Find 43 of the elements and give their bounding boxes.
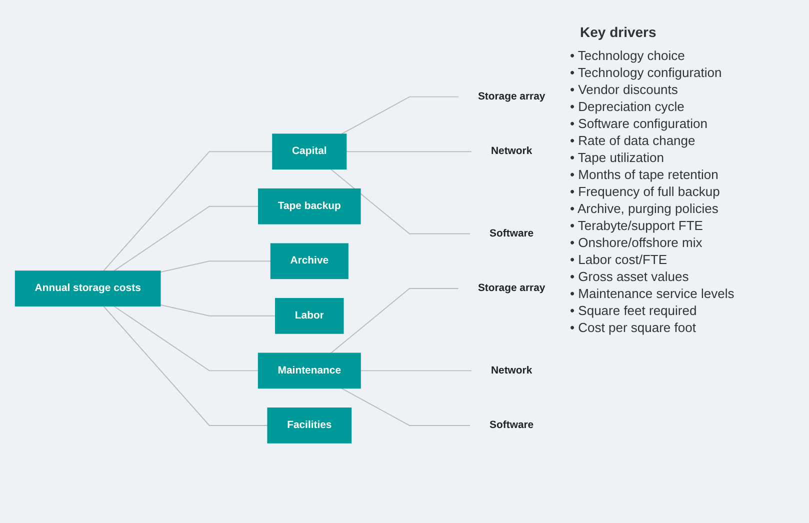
connector [346,151,472,152]
node-text: Software [490,228,534,240]
driver-item: • Gross asset values [570,269,690,284]
driver-item: • Terabyte/support FTE [570,218,704,233]
connector [341,388,470,426]
connector [102,306,268,426]
driver-item: • Depreciation cycle [570,99,686,114]
driver-item: • Frequency of full backup [570,184,721,199]
connector [160,304,276,317]
node-text: Software [490,420,534,432]
driver-item: • Onshore/offshore mix [570,235,704,250]
connector [160,261,272,273]
connector [341,96,459,135]
driver-item: • Technology choice [570,48,686,63]
driver-item: • Vendor discounts [570,82,679,97]
connector [330,169,470,235]
node-box: Archive [270,244,348,280]
node-text: Storage array [478,91,546,102]
driver-item: • Archive, purging policies [570,201,720,216]
node-box: Facilities [267,408,352,444]
driver-item: • Square feet required [570,303,698,318]
driver-item: • Labor cost/FTE [570,252,668,267]
node-box: Maintenance [258,353,361,389]
node-box: Tape backup [258,188,361,225]
connector [330,288,459,354]
column-heading: Key drivers [580,24,658,40]
connector [113,206,259,272]
node-box: Labor [275,298,344,334]
node-box: Annual storage costs [14,270,161,307]
driver-item: • Software configuration [570,116,709,131]
driver-item: • Cost per square foot [570,320,697,335]
node-box: Capital [272,134,347,170]
connector [113,306,259,372]
node-text: Network [490,365,532,376]
connector [360,370,472,372]
driver-item: • Tape utilization [570,150,665,165]
connector [102,151,273,272]
driver-item: • Technology configuration [570,65,723,80]
driver-item: • Months of tape retention [570,167,720,182]
node-text: Storage array [478,283,546,294]
driver-item: • Maintenance service levels [570,286,736,301]
node-text: Network [490,146,532,158]
driver-item: • Rate of data change [570,133,696,148]
